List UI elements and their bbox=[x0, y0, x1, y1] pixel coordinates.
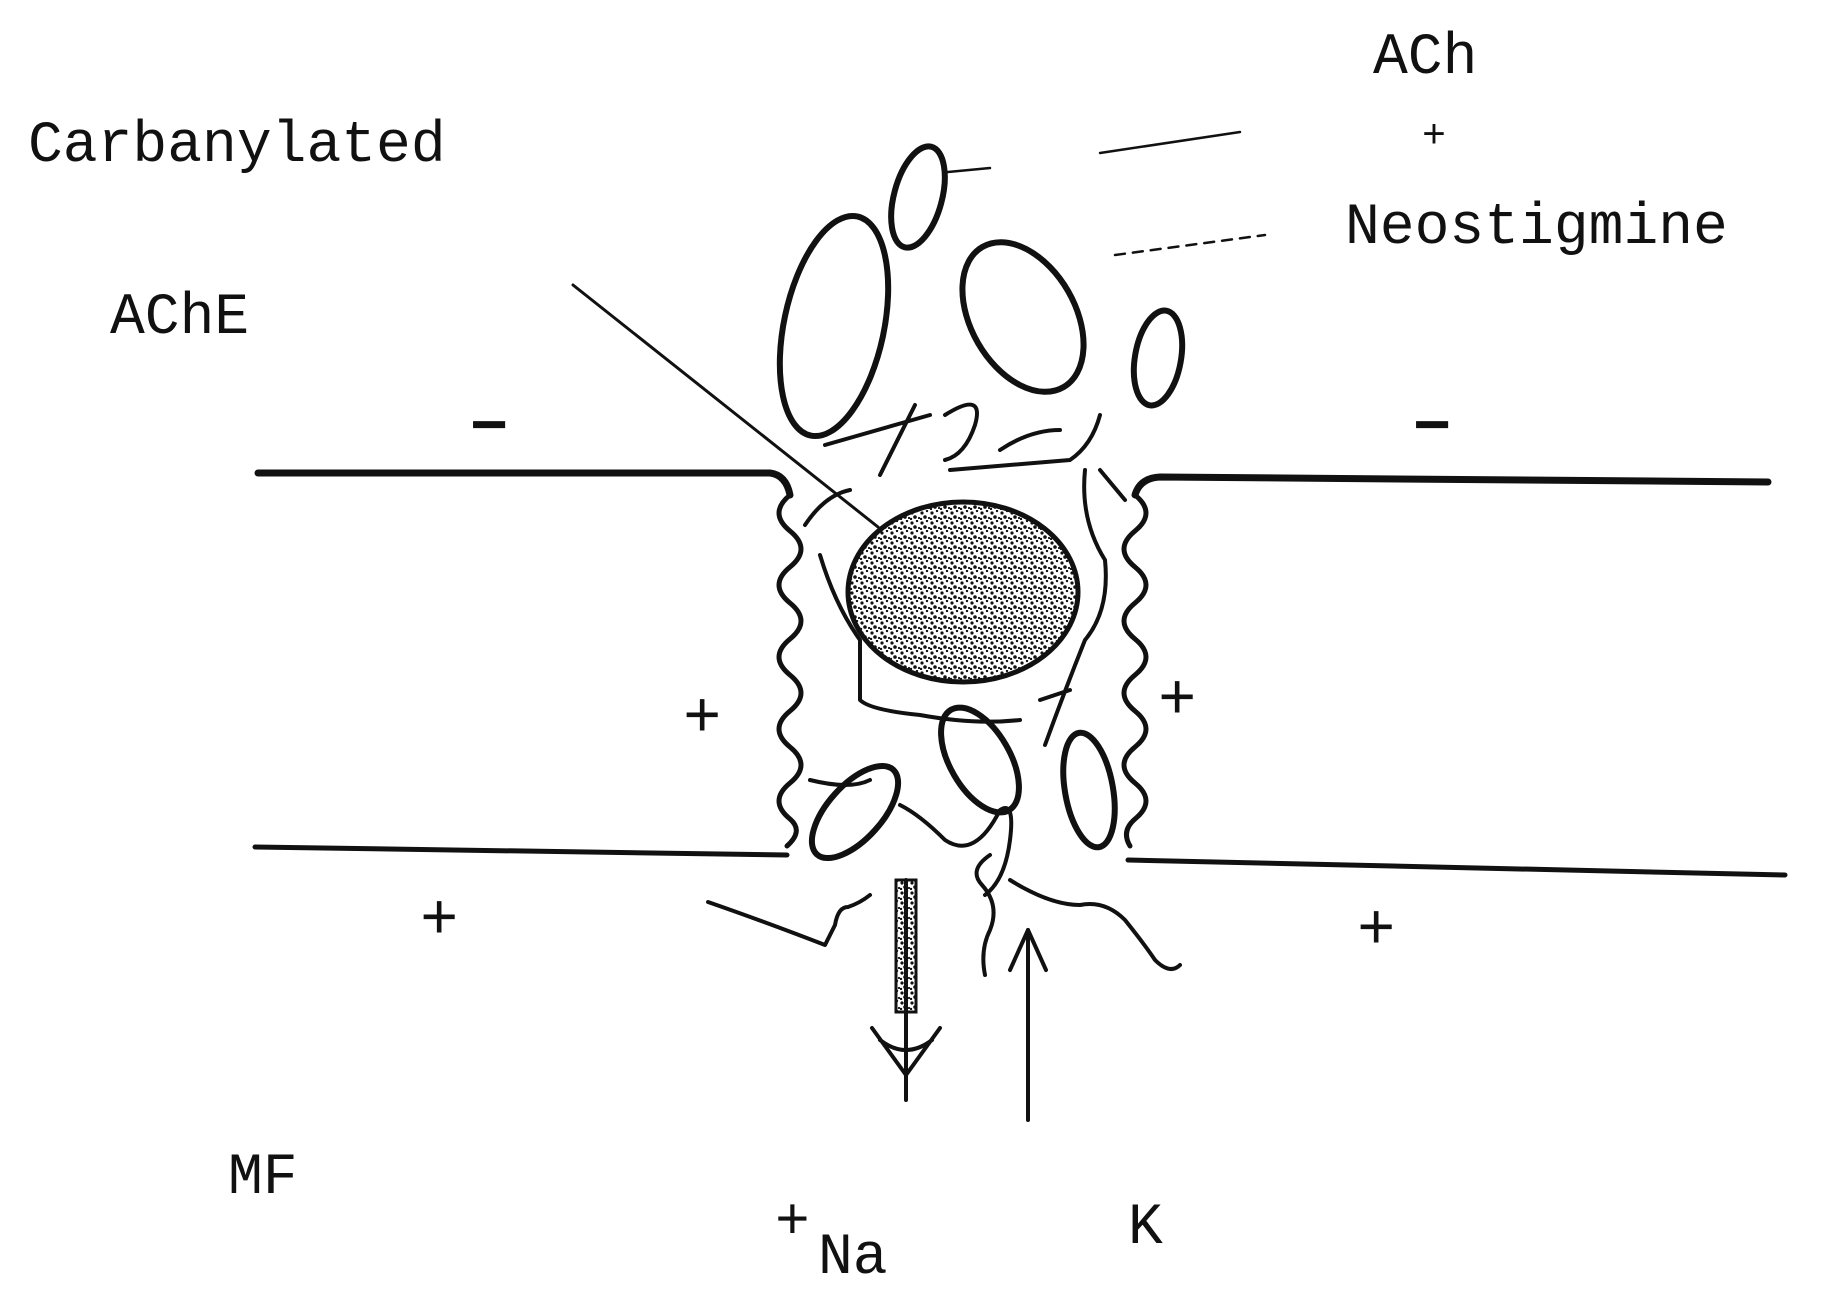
ach-neostigmine-plus: + bbox=[1422, 118, 1446, 158]
vesicle-7 bbox=[1055, 729, 1122, 852]
junction-wall-left bbox=[779, 495, 801, 846]
carbanylated-ache-enzyme bbox=[848, 502, 1078, 682]
membrane-top-right bbox=[1135, 477, 1768, 495]
membrane-top-left bbox=[258, 473, 790, 495]
neostigmine-leader-line bbox=[1115, 235, 1265, 255]
cleft-squiggle-lower bbox=[810, 780, 1011, 895]
cleft-hook bbox=[708, 895, 870, 945]
vesicle-3 bbox=[937, 221, 1108, 413]
receptor-outline-upper bbox=[825, 405, 1100, 475]
charge-cleft-left: + bbox=[683, 688, 721, 752]
mf-label: MF bbox=[228, 1150, 298, 1208]
vesicle-1 bbox=[881, 141, 954, 254]
carbanylated-label: Carbanylated bbox=[28, 118, 446, 176]
charge-cleft-right: + bbox=[1158, 670, 1196, 734]
vesicle-4 bbox=[1127, 307, 1189, 410]
vesicle-2 bbox=[762, 206, 906, 446]
ache-leader-line bbox=[573, 285, 878, 527]
membrane-bottom-right bbox=[1128, 860, 1785, 875]
charge-inner-left: + bbox=[420, 890, 458, 954]
ache-label: AChE bbox=[110, 290, 249, 348]
ach-label: ACh bbox=[1373, 30, 1477, 88]
na-plus-sign: + bbox=[775, 1195, 810, 1253]
neostigmine-label: Neostigmine bbox=[1345, 200, 1728, 258]
k-label: K bbox=[1128, 1200, 1163, 1258]
k-flux-arrow bbox=[1010, 930, 1046, 1120]
charge-outer-left: − bbox=[470, 398, 508, 462]
ach-leader-line bbox=[948, 132, 1240, 172]
na-label: Na bbox=[818, 1230, 888, 1288]
vesicle-5 bbox=[797, 752, 913, 873]
charge-outer-right: − bbox=[1413, 398, 1451, 462]
vesicle-6 bbox=[925, 695, 1035, 825]
na-flux-arrow bbox=[872, 880, 940, 1100]
junction-wall-right bbox=[1124, 495, 1146, 846]
charge-inner-right: + bbox=[1357, 900, 1395, 964]
membrane-bottom-left bbox=[255, 847, 787, 855]
ion-channel-squiggle bbox=[977, 855, 1180, 975]
